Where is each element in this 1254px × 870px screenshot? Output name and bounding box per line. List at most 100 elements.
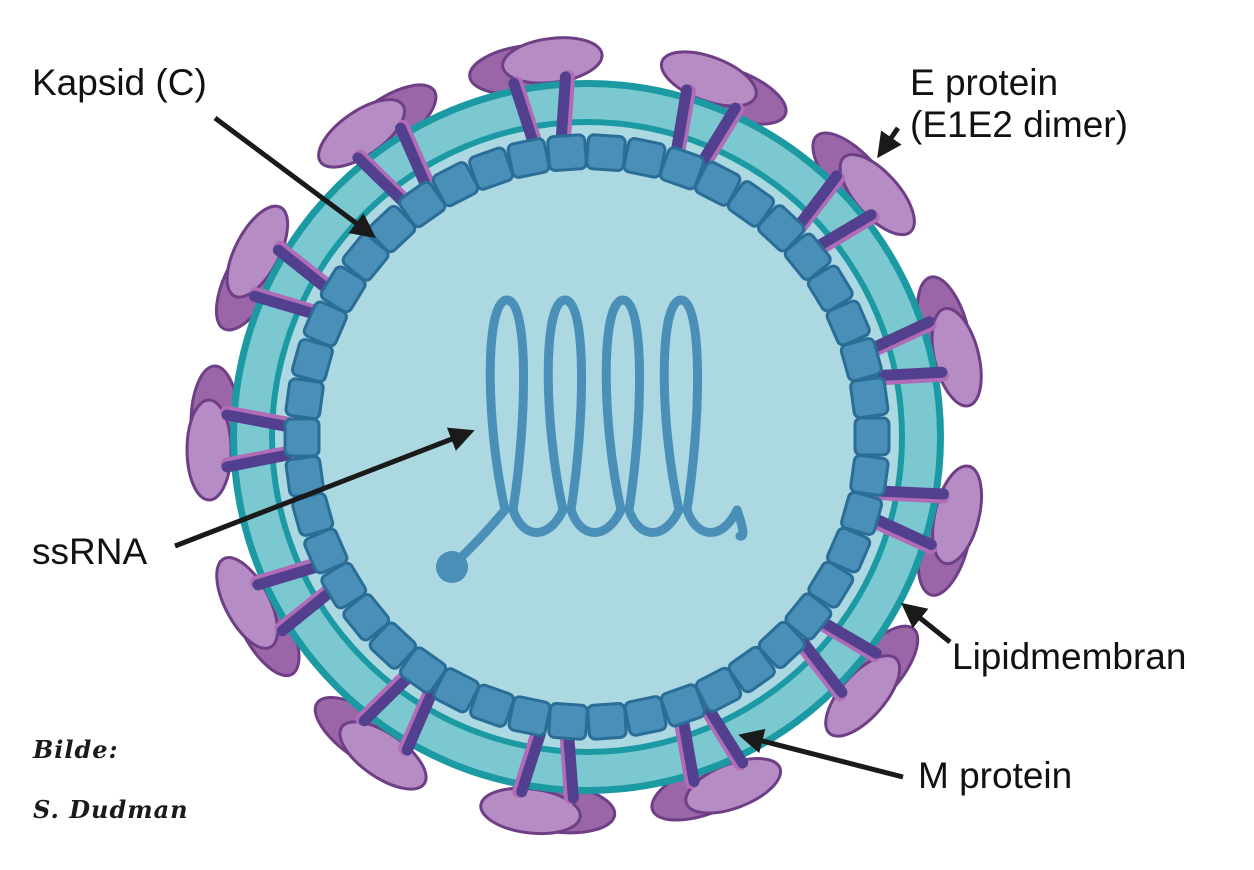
capsid-subunit xyxy=(839,337,883,383)
capsid-subunit xyxy=(659,683,706,728)
label-e-protein-line2: (E1E2 dimer) xyxy=(910,104,1128,145)
m-protein-stalk-dark xyxy=(276,586,336,637)
m-protein-stalk-dark xyxy=(221,449,293,473)
capsid-subunit xyxy=(398,646,448,694)
m-protein-stalk-dark xyxy=(395,122,431,190)
capsid-subunit xyxy=(726,180,776,228)
e-protein-spike xyxy=(317,83,438,169)
label-lipid-membrane: Lipidmembran xyxy=(952,636,1187,677)
capsid-subunit xyxy=(807,560,855,609)
m-protein-stalk-dark xyxy=(704,705,749,769)
ssrna-cap xyxy=(436,551,468,583)
capsid-subunit xyxy=(506,137,551,179)
m-protein-stalk-pair xyxy=(248,241,336,320)
capsid-subunit xyxy=(342,593,391,642)
credit-line2: S. Dudman xyxy=(33,795,189,824)
capsid-subunit xyxy=(367,204,417,254)
capsid-subunit xyxy=(586,701,628,741)
ssrna-genome xyxy=(436,295,748,583)
capsid-subunit xyxy=(623,695,668,737)
m-protein-stalk-dark xyxy=(352,152,408,206)
capsid-subunit xyxy=(547,702,589,741)
m-protein-stalk-dark xyxy=(358,672,414,727)
label-capsid: Kapsid (C) xyxy=(32,62,207,103)
e-protein-spike xyxy=(214,204,290,332)
credit-line1: Bilde: xyxy=(33,735,119,764)
capsid-subunit xyxy=(431,161,480,208)
m-protein-stalk-dark xyxy=(401,688,438,756)
m-protein-stalk-pair xyxy=(220,405,296,473)
m-protein-stalk-pair xyxy=(794,616,882,702)
m-protein-stalk-dark xyxy=(678,715,700,787)
capsid-subunit xyxy=(284,377,325,421)
m-protein-stalk-pair xyxy=(355,668,438,756)
capsid-subunit xyxy=(290,338,334,384)
m-protein-stalk-pair xyxy=(673,703,749,790)
capsid-subunit xyxy=(849,453,890,497)
m-protein-stalk-dark xyxy=(818,616,882,659)
capsid-subunit xyxy=(853,416,891,457)
m-protein-stalk-dark xyxy=(868,316,935,354)
capsid-subunit xyxy=(302,300,348,348)
capsid-subunit xyxy=(727,645,776,694)
m-protein-stalk-pair xyxy=(352,119,436,207)
label-arrows xyxy=(174,115,952,780)
label-m-protein: M protein xyxy=(918,755,1073,796)
m-protein-stalk-dark xyxy=(813,209,877,252)
m-protein-stalk-pair xyxy=(250,557,337,637)
capsid-subunit xyxy=(806,264,854,313)
m-protein-stalk-dark xyxy=(877,485,950,500)
capsid-subunit xyxy=(757,204,806,253)
capsid-subunit xyxy=(468,146,515,191)
capsid-subunit xyxy=(694,666,743,713)
capsid-subunit xyxy=(585,133,627,172)
m-protein-stalk-dark xyxy=(875,366,948,381)
m-protein-stalk-pair xyxy=(670,84,745,170)
capsid-subunit xyxy=(840,490,884,536)
capsid-subunit xyxy=(783,232,832,281)
e-protein-spike xyxy=(824,624,920,738)
m-protein-stalk-dark xyxy=(272,244,332,294)
ssrna-strand xyxy=(447,295,748,571)
arrow-capsid xyxy=(213,115,377,238)
e-protein-spike xyxy=(659,50,788,126)
m-protein-stalk-pair xyxy=(866,485,950,554)
m-protein-stalk-dark xyxy=(670,84,693,156)
m-protein-stalk-dark xyxy=(516,728,546,798)
capsid-subunit xyxy=(784,592,833,641)
capsid-subunit xyxy=(757,620,807,670)
m-protein-stalk-dark xyxy=(555,71,571,144)
capsid-subunit xyxy=(507,695,552,737)
e-protein-spike xyxy=(185,364,241,502)
m-protein-stalk-pair xyxy=(508,70,575,150)
capsid-subunit xyxy=(826,526,872,574)
m-protein-stalk-dark xyxy=(508,77,539,147)
m-protein-stalk-dark xyxy=(248,290,319,320)
label-ssrna: ssRNA xyxy=(32,531,148,572)
capsid-subunit xyxy=(825,299,871,347)
m-protein-stalk-pair xyxy=(793,170,880,256)
capsid-subunit xyxy=(432,667,480,714)
capsid-subunit xyxy=(320,561,368,610)
arrow-lipid-membrane xyxy=(901,602,952,644)
arrow-e-protein xyxy=(877,126,902,159)
e-protein-spikes xyxy=(185,36,984,836)
capsid-subunit xyxy=(303,527,349,575)
label-e-protein-line1: E protein xyxy=(910,62,1059,103)
m-protein-stalk-dark xyxy=(697,102,741,166)
m-protein-stalk-dark xyxy=(799,638,848,698)
virus-core xyxy=(275,125,899,749)
arrow-m-protein xyxy=(738,728,904,780)
capsid-subunit xyxy=(283,417,321,458)
capsid-subunit xyxy=(319,265,367,314)
capsid-subunit xyxy=(341,233,390,282)
arrow-ssrna xyxy=(174,427,475,549)
capsid-subunit xyxy=(469,683,515,728)
m-protein-stalk-dark xyxy=(794,170,843,231)
capsid-subunit xyxy=(694,160,742,207)
capsid-subunit xyxy=(546,133,588,173)
capsid-subunit xyxy=(659,146,705,191)
m-protein-stalks xyxy=(220,70,950,805)
